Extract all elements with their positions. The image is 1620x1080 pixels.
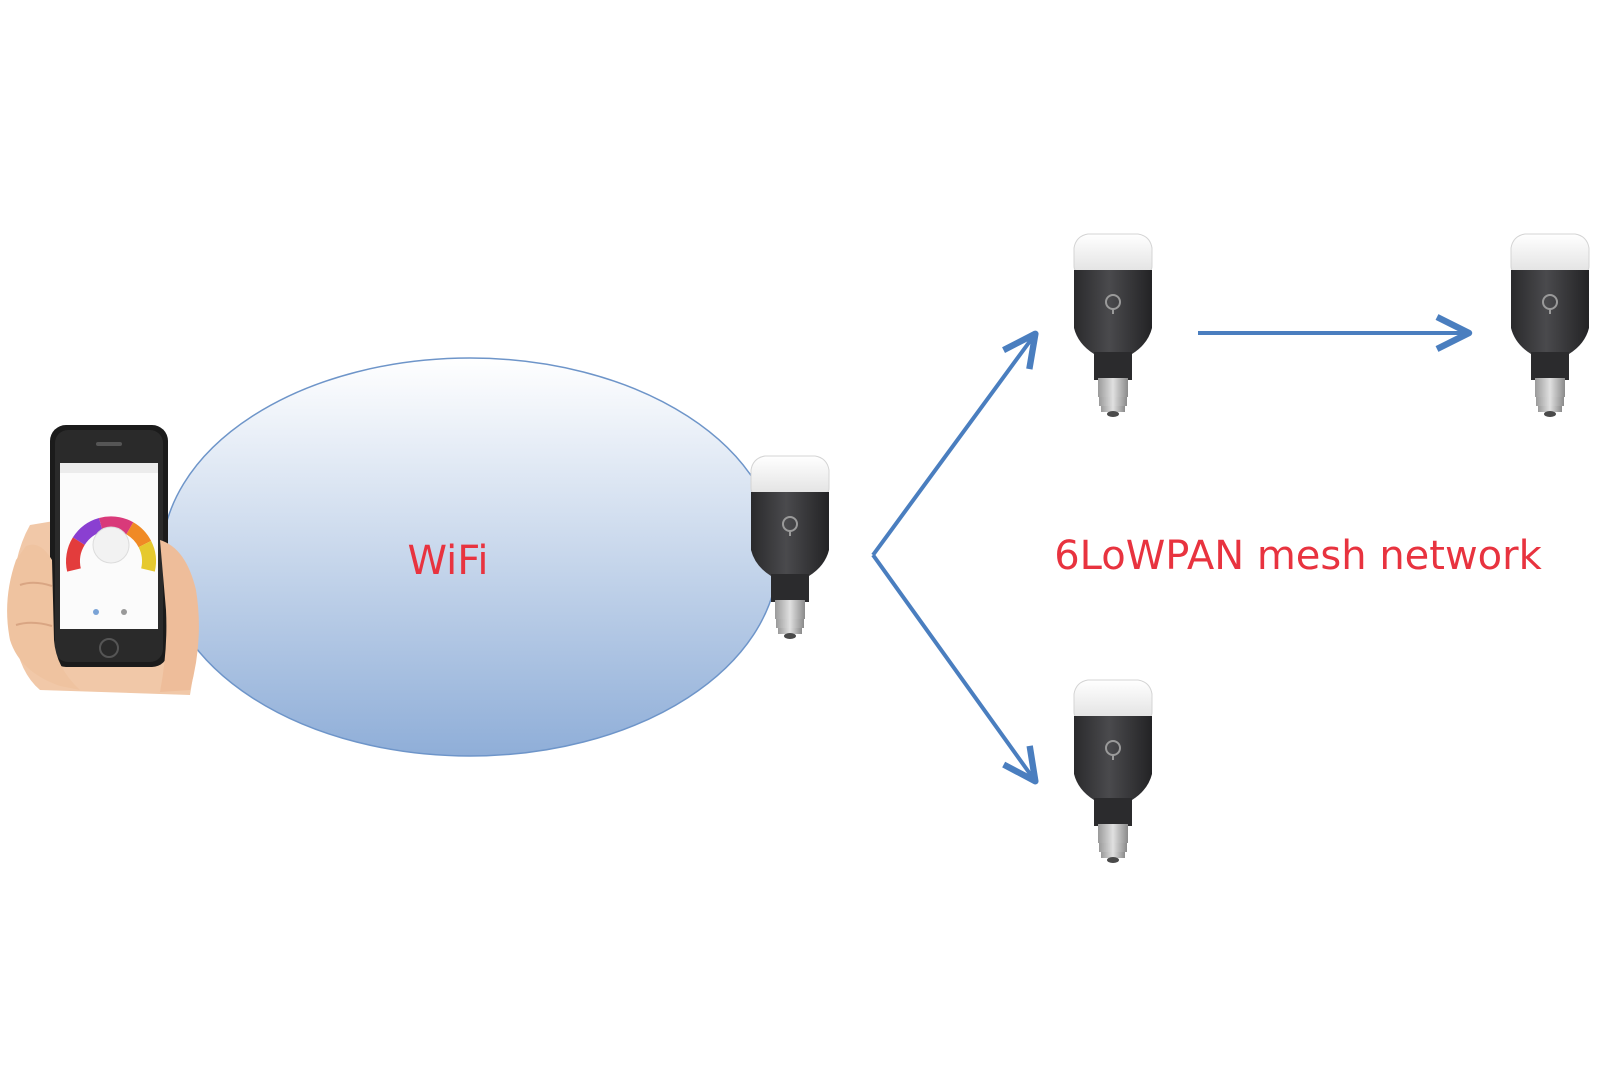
mesh-smart-bulb-right-icon <box>1510 233 1590 418</box>
mesh-smart-bulb-bottom-icon <box>1073 679 1153 864</box>
mesh-network-label: 6LoWPAN mesh network <box>1054 533 1542 579</box>
wifi-label: WiFi <box>408 538 489 584</box>
hand-holding-smartphone-icon <box>7 425 199 695</box>
mesh-smart-bulb-top-icon <box>1073 233 1153 418</box>
arrow-to-top-bulb <box>871 330 1039 557</box>
color-wheel-app-icon <box>66 516 156 572</box>
arrow-to-bottom-bulb <box>871 553 1039 785</box>
